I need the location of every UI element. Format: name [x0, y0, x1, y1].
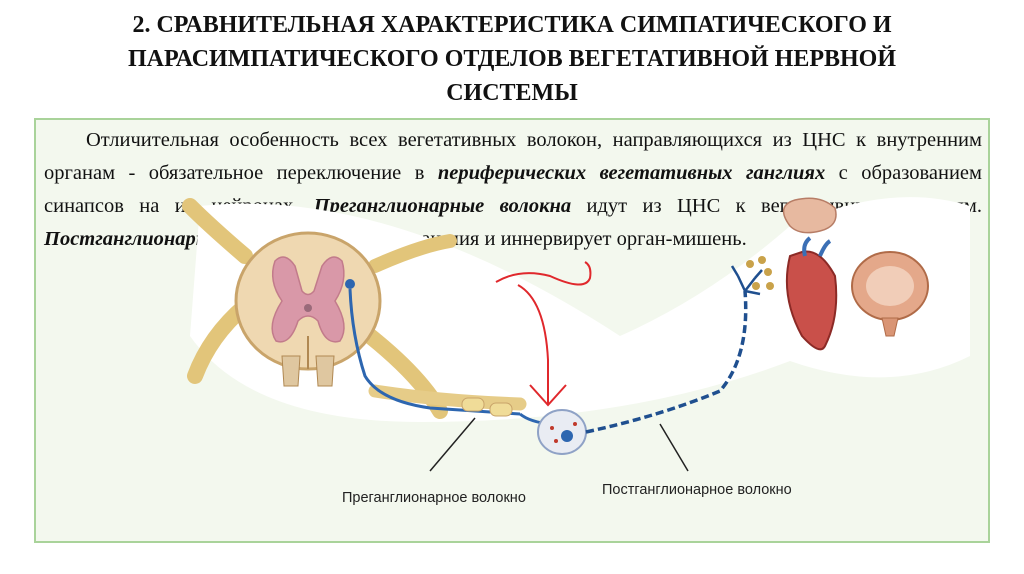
- terminal-vesicle-1: [746, 260, 754, 268]
- bladder-lumen: [866, 266, 914, 306]
- preganglionic-neuron-body: [345, 279, 355, 289]
- nerve-root-right-upper: [368, 234, 457, 273]
- heart-vessels: [802, 236, 832, 257]
- label-preganglionic-fiber: Преганглионарное волокно: [342, 490, 526, 506]
- illustration-backdrop: [190, 197, 970, 422]
- emphasis-preganglionic: Преганглионарные волокна: [313, 195, 572, 217]
- title-line-2: ПАРАСИМПАТИЧЕСКОГО ОТДЕЛОВ ВЕГЕТАТИВНОЙ …: [128, 46, 896, 72]
- pancreas-organ: [782, 197, 837, 234]
- terminal-vesicle-3: [764, 268, 772, 276]
- terminal-vesicle-5: [766, 282, 774, 290]
- pathway-illustration: [182, 197, 970, 472]
- heart-organ: [785, 250, 838, 351]
- post-label-pointer: [659, 423, 689, 472]
- slide-title: 2. СРАВНИТЕЛЬНАЯ ХАРАКТЕРИСТИКА СИМПАТИЧ…: [40, 8, 984, 110]
- autonomic-ganglion: [537, 409, 587, 455]
- pre-label-pointer: [429, 417, 476, 472]
- ventral-root-block-left: [281, 355, 301, 387]
- postganglionic-fiber: [585, 290, 748, 434]
- myelin-segment-2: [489, 402, 513, 417]
- grey-matter: [271, 256, 345, 343]
- nerve-terminal-branches: [730, 265, 763, 296]
- ganglion-neuron: [561, 430, 573, 442]
- ans-pathway-diagram: [182, 186, 970, 472]
- emphasis-peripheral-ganglia: периферических вегетативных ганглиях: [437, 162, 826, 184]
- ganglion-dot-3: [573, 422, 577, 426]
- terminal-vesicle-4: [752, 282, 760, 290]
- terminal-vesicle-2: [758, 256, 766, 264]
- label-postganglionic-fiber: Постганглионарное волокно: [602, 482, 792, 498]
- myelin-segment-1: [461, 397, 485, 412]
- ganglion-dot-1: [550, 426, 554, 430]
- central-canal: [304, 304, 312, 312]
- bladder-neck: [881, 317, 899, 337]
- nerve-root-left-upper: [182, 198, 253, 264]
- body-text-1: Отличительная особенность всех вегетатив…: [44, 129, 982, 184]
- preganglionic-axon-in-cord: [348, 288, 521, 416]
- ganglion-dot-2: [554, 439, 558, 443]
- ventral-root-block-right: [315, 355, 335, 387]
- title-line-1: 2. СРАВНИТЕЛЬНАЯ ХАРАКТЕРИСТИКА СИМПАТИЧ…: [132, 12, 892, 38]
- title-line-3: СИСТЕМЫ: [446, 80, 578, 106]
